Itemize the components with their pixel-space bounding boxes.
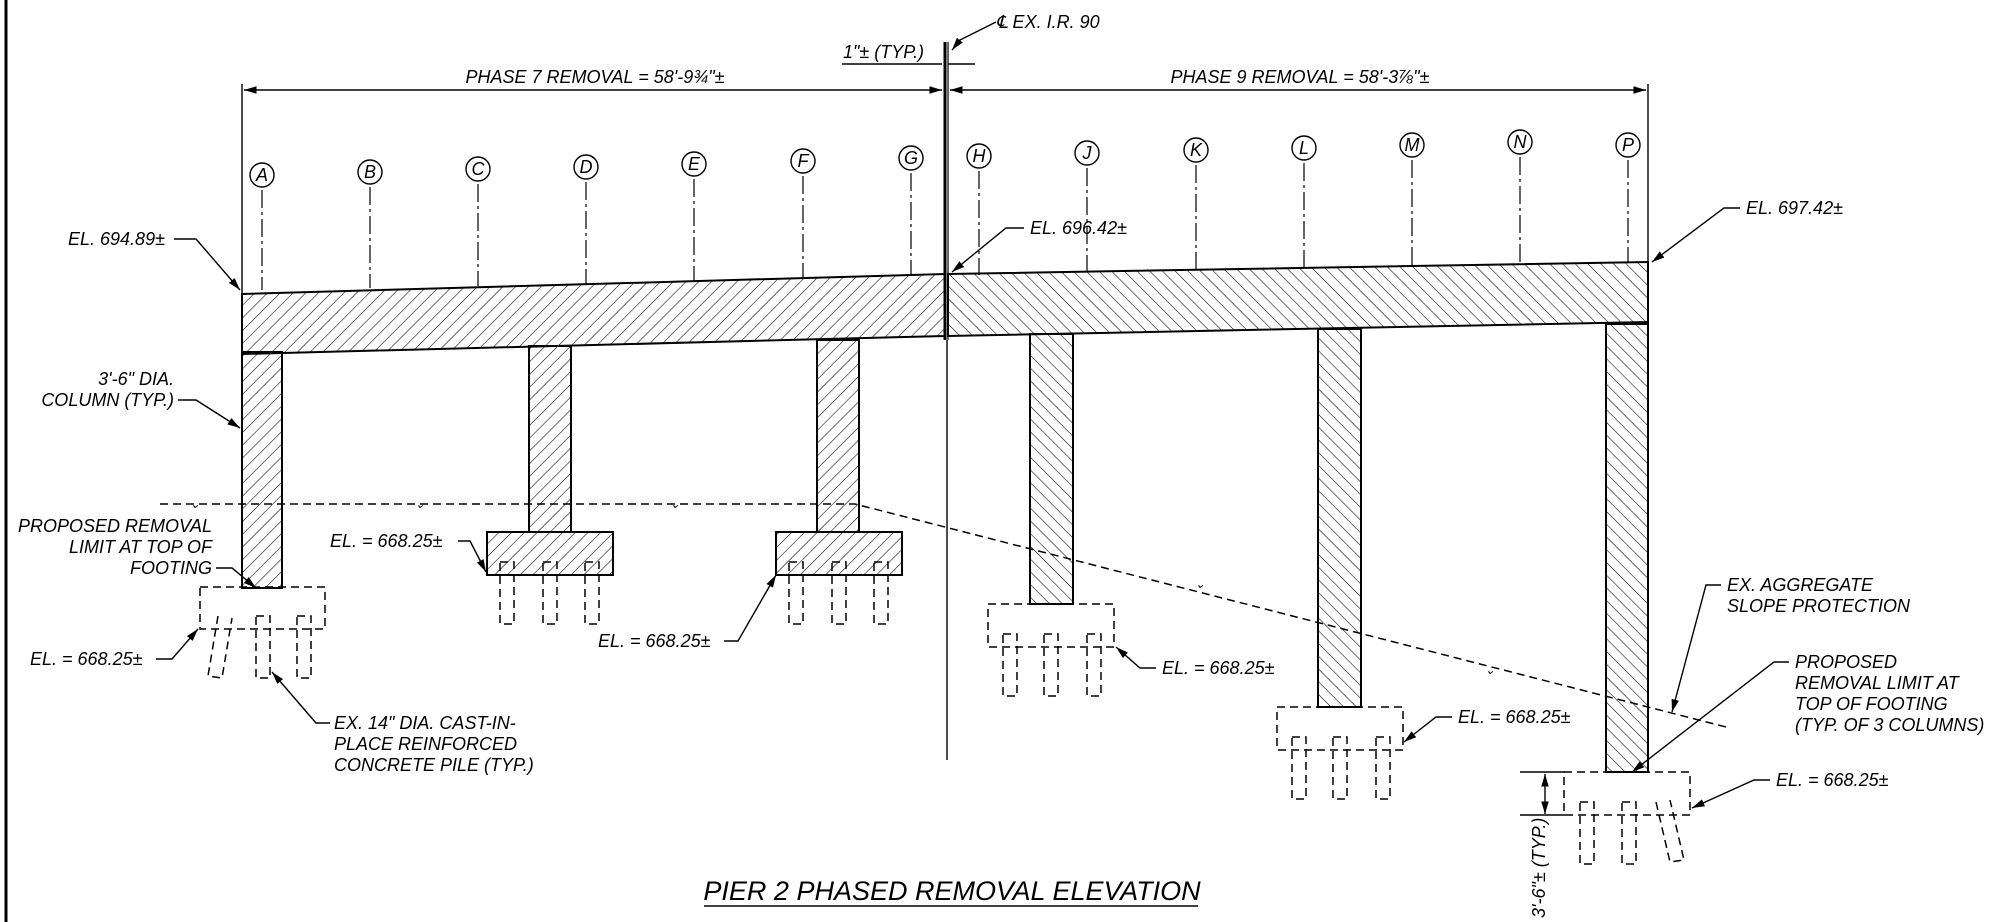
footing-3 bbox=[775, 531, 903, 576]
grid-markers: A B C D E F G H J K L M N P bbox=[249, 129, 1641, 290]
grid-marker-k: K bbox=[1183, 137, 1209, 270]
el-center-cap: EL. 696.42± bbox=[1030, 218, 1127, 238]
phase-7-label: PHASE 7 REMOVAL = 58'-9¾"± bbox=[466, 67, 725, 87]
phase-dimensions: PHASE 7 REMOVAL = 58'-9¾"± PHASE 9 REMOV… bbox=[241, 42, 1649, 300]
grid-marker-p: P bbox=[1615, 132, 1641, 262]
el-footing-1: EL. = 668.25± bbox=[30, 649, 143, 669]
svg-text:E: E bbox=[688, 154, 701, 174]
slope-protection-1: EX. AGGREGATE bbox=[1727, 575, 1874, 595]
pile-note-1: EX. 14" DIA. CAST-IN- bbox=[334, 713, 516, 733]
columns-phase-9 bbox=[1029, 323, 1649, 773]
column-5 bbox=[1317, 328, 1362, 708]
el-footing-2: EL. = 668.25± bbox=[330, 531, 443, 551]
vertical-dimension: 3'-6"± (TYP.) bbox=[1520, 771, 1565, 918]
svg-text:K: K bbox=[1190, 140, 1203, 160]
svg-text:⌄: ⌄ bbox=[670, 497, 680, 511]
svg-text:M: M bbox=[1405, 135, 1420, 155]
svg-text:⌄: ⌄ bbox=[415, 497, 425, 511]
grid-marker-b: B bbox=[357, 159, 383, 288]
column-6 bbox=[1605, 323, 1649, 773]
footings bbox=[199, 531, 1691, 816]
svg-text:N: N bbox=[1514, 132, 1528, 152]
piles bbox=[207, 561, 1685, 865]
centerline: ℄ EX. I.R. 90 bbox=[943, 12, 1100, 760]
notes: 3'-6" DIA. COLUMN (TYP.) PROPOSED REMOVA… bbox=[18, 369, 1984, 775]
grid-marker-g: G bbox=[898, 145, 924, 276]
columns-phase-7 bbox=[241, 339, 860, 589]
footing-6 bbox=[1563, 771, 1691, 816]
grid-marker-f: F bbox=[790, 148, 816, 279]
el-footing-5: EL. = 668.25± bbox=[1458, 707, 1571, 727]
pier-cap-phase-9 bbox=[947, 260, 1649, 338]
drawing-title: PIER 2 PHASED REMOVAL ELEVATION bbox=[703, 876, 1201, 907]
footing-4 bbox=[987, 603, 1115, 648]
pier-cap-phase-7 bbox=[241, 272, 946, 356]
phase-9-label: PHASE 9 REMOVAL = 58'-3⅞"± bbox=[1171, 67, 1430, 87]
grid-marker-l: L bbox=[1291, 135, 1317, 268]
svg-text:G: G bbox=[904, 148, 918, 168]
pile-note-3: CONCRETE PILE (TYP.) bbox=[334, 755, 534, 775]
column-2 bbox=[528, 345, 572, 533]
grid-marker-d: D bbox=[573, 154, 599, 284]
grid-marker-e: E bbox=[681, 151, 707, 281]
el-footing-6: EL. = 668.25± bbox=[1776, 770, 1889, 790]
el-footing-3: EL. = 668.25± bbox=[598, 631, 711, 651]
grid-marker-c: C bbox=[465, 156, 491, 286]
column-1 bbox=[241, 351, 283, 589]
ground-line: ⌄ ⌄ ⌄ ⌄ ⌄ bbox=[160, 497, 1731, 729]
grid-marker-a: A bbox=[249, 162, 275, 290]
footing-1 bbox=[199, 586, 326, 630]
footing-2 bbox=[486, 531, 614, 576]
column-4 bbox=[1029, 333, 1074, 605]
svg-text:L: L bbox=[1299, 138, 1309, 158]
svg-text:P: P bbox=[1622, 135, 1634, 155]
page-title: PIER 2 PHASED REMOVAL ELEVATION bbox=[703, 876, 1201, 906]
svg-text:B: B bbox=[364, 162, 376, 182]
removal-limit-right-4: (TYP. OF 3 COLUMNS) bbox=[1795, 715, 1984, 735]
elevation-callouts: EL. 694.89± EL. 696.42± EL. 697.42± EL. … bbox=[30, 198, 1889, 809]
removal-limit-right-3: TOP OF FOOTING bbox=[1795, 694, 1948, 714]
svg-text:D: D bbox=[580, 157, 593, 177]
removal-limit-left-2: LIMIT AT TOP OF bbox=[69, 537, 213, 557]
grid-marker-n: N bbox=[1507, 129, 1533, 264]
removal-limit-left-3: FOOTING bbox=[130, 558, 212, 578]
removal-limit-right-1: PROPOSED bbox=[1795, 652, 1897, 672]
svg-text:H: H bbox=[973, 146, 987, 166]
svg-text:C: C bbox=[472, 159, 486, 179]
removal-limit-left-1: PROPOSED REMOVAL bbox=[18, 516, 212, 536]
pile-note-2: PLACE REINFORCED bbox=[334, 734, 517, 754]
column-note-line-2: COLUMN (TYP.) bbox=[41, 390, 174, 410]
el-footing-4: EL. = 668.25± bbox=[1162, 658, 1275, 678]
svg-text:⌄: ⌄ bbox=[1485, 663, 1495, 677]
grid-marker-h: H bbox=[966, 143, 992, 275]
column-3 bbox=[816, 339, 860, 533]
svg-text:A: A bbox=[255, 165, 268, 185]
svg-text:J: J bbox=[1082, 143, 1093, 163]
removal-limit-right-2: REMOVAL LIMIT AT bbox=[1795, 673, 1961, 693]
slope-protection-2: SLOPE PROTECTION bbox=[1727, 596, 1911, 616]
centerline-label: ℄ EX. I.R. 90 bbox=[996, 12, 1100, 32]
dimension-vertical-label: 3'-6"± (TYP.) bbox=[1529, 818, 1549, 918]
el-left-cap: EL. 694.89± bbox=[68, 229, 165, 249]
footing-5 bbox=[1276, 706, 1404, 751]
gap-label: 1"± (TYP.) bbox=[843, 42, 924, 62]
svg-text:⌄: ⌄ bbox=[190, 497, 200, 511]
grid-marker-j: J bbox=[1074, 140, 1100, 272]
svg-text:⌄: ⌄ bbox=[1195, 577, 1205, 591]
column-note-line-1: 3'-6" DIA. bbox=[98, 369, 174, 389]
svg-text:F: F bbox=[798, 151, 810, 171]
el-right-cap: EL. 697.42± bbox=[1746, 198, 1843, 218]
grid-marker-m: M bbox=[1399, 132, 1425, 266]
